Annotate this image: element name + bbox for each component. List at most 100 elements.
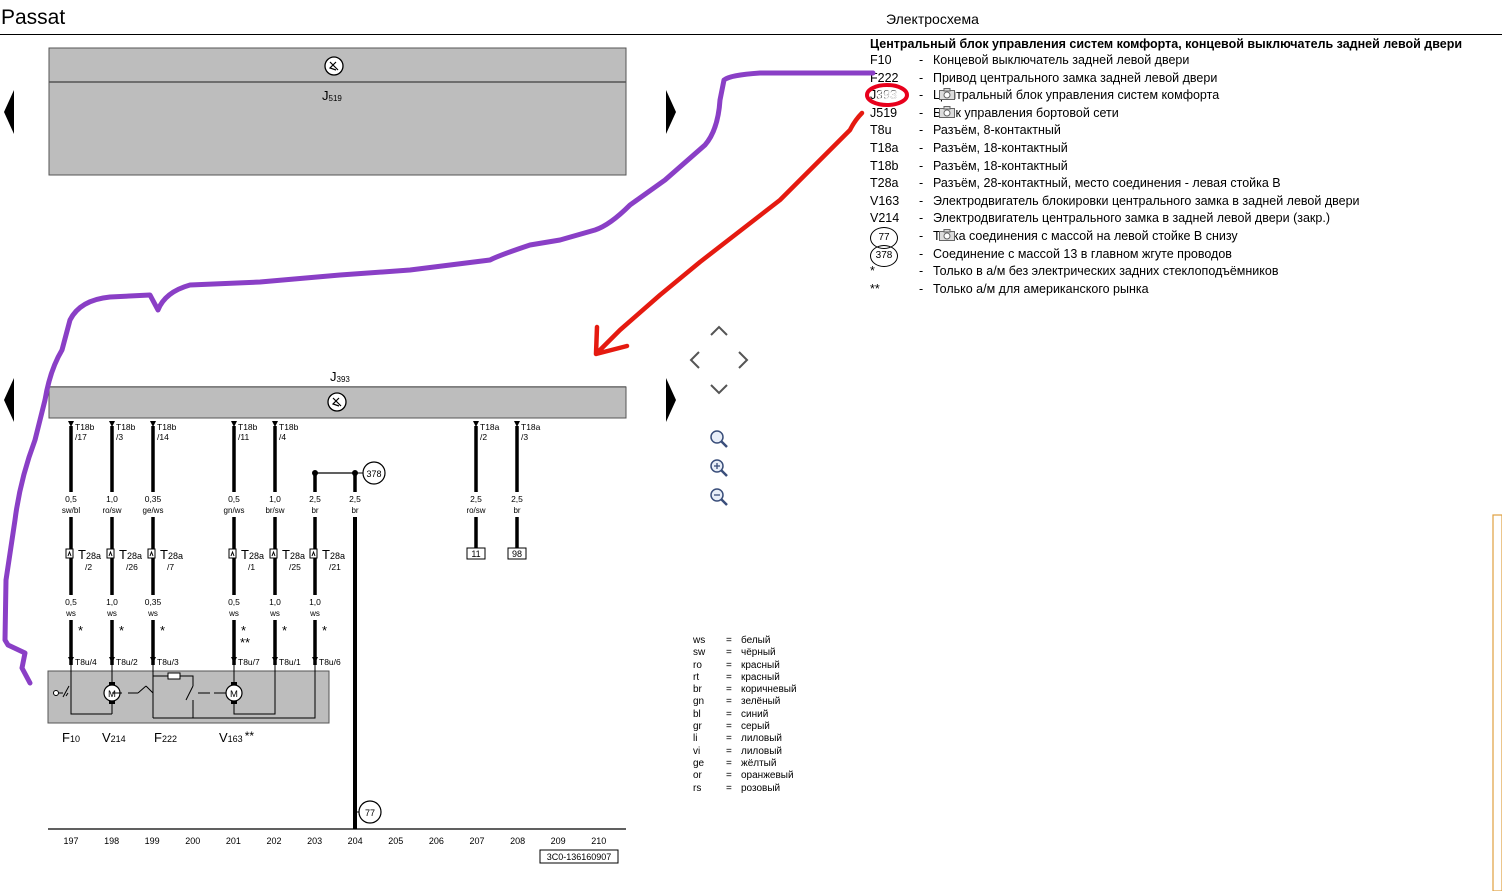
connector-t28a-label: T28a xyxy=(241,547,264,562)
footnote-mark: * xyxy=(282,623,287,638)
wire-color-label: ws xyxy=(65,609,76,618)
grid-number: 205 xyxy=(388,836,403,846)
connector-pin-label: /25 xyxy=(289,562,301,572)
legend-desc: Электродвигатель блокировки центрального… xyxy=(933,193,1360,208)
zoom-in-icon[interactable] xyxy=(710,459,728,477)
color-code: sw xyxy=(693,647,706,659)
connector-t28a-icon xyxy=(106,548,115,559)
wire-size-label: 1,0 xyxy=(106,597,118,607)
wire-color-label: ws xyxy=(309,609,320,618)
legend-dash: - xyxy=(919,193,924,208)
legend-desc: Концевой выключатель задней левой двери xyxy=(933,53,1190,67)
block-j519-label: J xyxy=(322,88,329,103)
scroll-right-top-icon[interactable] xyxy=(666,90,676,134)
camera-icon[interactable] xyxy=(939,88,955,101)
ground-77-symbol xyxy=(358,800,382,824)
t8u-pin-label: T8u/7 xyxy=(238,657,260,667)
color-key-row: ro=красный xyxy=(693,660,833,672)
grid-number: 204 xyxy=(348,836,363,846)
color-key-row: rs=розовый xyxy=(693,783,833,795)
reference-box xyxy=(507,547,527,560)
legend-dash: - xyxy=(919,176,924,191)
red-highlight-circle xyxy=(865,83,909,107)
color-eq: = xyxy=(726,708,732,720)
connector-t28a-icon xyxy=(269,548,278,559)
pan-right-icon[interactable] xyxy=(738,351,749,369)
navigation-controls xyxy=(689,325,749,395)
legend-dash: - xyxy=(919,53,924,67)
legend-desc: Электродвигатель центрального замка в за… xyxy=(933,211,1330,226)
pin-connector-label: T18a xyxy=(521,422,541,432)
svg-text:J393: J393 xyxy=(330,369,350,384)
legend-code: * xyxy=(870,264,875,279)
t8u-pin-label: T8u/3 xyxy=(157,657,179,667)
color-name: чёрный xyxy=(741,647,776,659)
app-title: Passat xyxy=(1,6,66,29)
component-number: 10 xyxy=(70,734,80,744)
pan-up-icon[interactable] xyxy=(710,325,728,336)
pin-number-label: /3 xyxy=(521,432,528,442)
red-annotation-arrow xyxy=(593,110,865,357)
pan-left-icon[interactable] xyxy=(689,351,700,369)
grid-number: 210 xyxy=(591,836,606,846)
legend-dash: - xyxy=(919,281,924,296)
wire-size-label: 2,5 xyxy=(309,494,321,504)
legend-dash: - xyxy=(919,158,924,173)
color-name: оранжевый xyxy=(741,770,794,782)
wire-color-label: ro/sw xyxy=(466,506,485,515)
scroll-left-mid-icon[interactable] xyxy=(4,378,14,422)
legend-code: J393 xyxy=(870,88,898,103)
camera-icon[interactable] xyxy=(939,228,955,241)
legend-item: J519-Блок управления бортовой сети xyxy=(870,105,1502,124)
wire-size-label: 0,5 xyxy=(228,597,240,607)
pan-down-icon[interactable] xyxy=(710,384,728,395)
color-code: li xyxy=(693,733,698,745)
legend-dash: - xyxy=(919,105,924,120)
color-code: ro xyxy=(693,659,702,671)
motor-v214-letter: M xyxy=(108,689,116,700)
component-number: 222 xyxy=(162,734,177,744)
connector-pin-label: /26 xyxy=(126,562,138,572)
wire-size-label: 0,5 xyxy=(228,494,240,504)
zoom-reset-icon[interactable] xyxy=(710,430,728,448)
wire-color-label: br xyxy=(311,506,318,515)
legend-code: T8u xyxy=(870,123,892,138)
connector-t28a-sub: 28a xyxy=(86,551,101,561)
legend-dash: - xyxy=(919,88,924,103)
scroll-left-top-icon[interactable] xyxy=(4,90,14,134)
legend-dash: - xyxy=(919,211,924,226)
zoom-out-icon[interactable] xyxy=(710,488,728,506)
component-label: V163** xyxy=(219,729,254,745)
component-label: F222 xyxy=(154,730,177,745)
connector-t28a-icon xyxy=(309,548,318,559)
connector-pin-label: /1 xyxy=(248,562,255,572)
wire-size-label: 0,5 xyxy=(65,494,77,504)
wire: 2,5br xyxy=(349,473,361,829)
grid-number: 202 xyxy=(266,836,281,846)
wire-color-label: ro/sw xyxy=(102,506,121,515)
color-key-row: ge=жёлтый xyxy=(693,758,833,770)
connector-t28a-letter: T xyxy=(119,547,127,562)
legend-item: T18a-Разъём, 18-контактный xyxy=(870,141,1502,159)
legend-item: 378-Соединение с массой 13 в главном жгу… xyxy=(870,244,1502,267)
connector-pin-label: /7 xyxy=(167,562,174,572)
pin-arrow xyxy=(109,421,115,427)
connector-t28a-icon xyxy=(147,548,156,559)
grid-number: 201 xyxy=(226,836,241,846)
scroll-right-mid-icon[interactable] xyxy=(666,378,676,422)
color-name: белый xyxy=(741,635,771,646)
wire-color-label: gn/ws xyxy=(224,506,245,515)
legend-desc: Разъём, 8-контактный xyxy=(933,123,1061,138)
grid-number: 208 xyxy=(510,836,525,846)
legend-code: V214 xyxy=(870,211,900,226)
ground-378-label: 378 xyxy=(366,469,381,479)
pin-connector-label: T18b xyxy=(116,422,136,432)
color-eq: = xyxy=(726,770,732,782)
block-j519-sub: 519 xyxy=(329,94,343,103)
legend-desc: Разъём, 18-контактный xyxy=(933,140,1068,155)
camera-icon[interactable] xyxy=(939,105,955,118)
